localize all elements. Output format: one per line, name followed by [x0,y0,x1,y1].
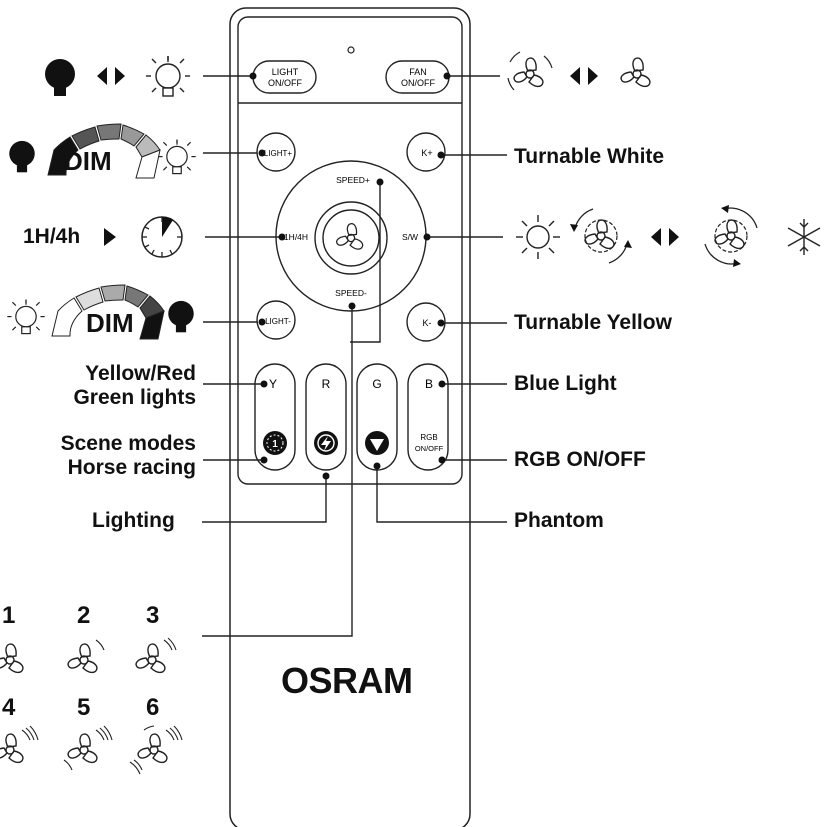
yellow-red-line: Yellow/Red [85,362,196,385]
g-label: G [372,377,381,391]
onoff-label: ON/OFF [415,444,444,453]
toggle-arrows-icon [97,67,125,85]
fan-onoff-label-2: ON/OFF [401,78,435,88]
speed-5-fan-icon [63,725,113,771]
phantom-icon [365,431,389,455]
light-onoff-label-1: LIGHT [272,67,299,77]
speed-2-fan-icon [67,639,105,674]
snowflake-icon [787,219,821,255]
fan-onoff-label-1: FAN [409,67,427,77]
timer-label: 1H/4H [284,232,308,242]
fan-still-icon [620,57,651,88]
fan-toggle-arrows-icon [570,67,598,85]
speed-6-number: 6 [146,694,160,721]
k-minus-button[interactable] [406,302,446,342]
speed-4-number: 4 [2,694,16,721]
k-minus-label: K- [423,318,432,328]
light-onoff-button[interactable] [252,60,317,94]
b-capsule-button[interactable] [407,363,449,471]
dim-arc-down [51,284,165,340]
dim-down-label: DIM [86,308,134,338]
rgb-label: RGB [420,433,437,442]
speed-4-fan-icon [0,725,39,764]
osram-logo: OSRAM [281,660,413,701]
fan-onoff-button[interactable] [385,60,450,94]
k-plus-label: K+ [421,148,432,158]
blue-light-label: Blue Light [514,372,617,395]
indicator-led [347,46,355,54]
speed-6-fan-icon [129,725,183,775]
light-minus-button[interactable] [256,300,296,340]
yellow-red-label: Yellow/Red Green lights [28,362,196,410]
svg-text:1: 1 [272,439,278,450]
dim-bulb-off-icon [9,140,35,173]
speed-1-fan-icon [0,643,24,674]
scene-modes-line: Scene modes [60,432,196,455]
lighting-label: Lighting [92,509,175,532]
y-label: Y [269,377,277,391]
speed-3-number: 3 [146,602,160,629]
green-lights-line: Green lights [73,386,196,409]
lightning-icon [314,431,338,455]
turnable-white-label: Turnable White [514,145,665,168]
scene-mode-icon: 1 [263,431,287,455]
phantom-label: Phantom [514,509,604,532]
dim-arc-up [47,123,161,179]
light-onoff-label-2: ON/OFF [268,78,302,88]
bulb-on-icon [145,55,191,97]
clock-icon [141,216,183,258]
timer-arrow-icon [104,228,116,246]
r-label: R [322,377,331,391]
fan-forward-icon [704,205,758,267]
direction-arrows-icon [651,228,679,246]
speed-5-number: 5 [77,694,91,721]
timer-callout-label: 1H/4h [23,225,81,248]
speed-1-number: 1 [2,602,16,629]
dim-up-label: DIM [64,146,112,176]
fan-spinning-icon [507,51,553,91]
speed-minus-label: SPEED- [335,288,367,298]
rgb-onoff-callout: RGB ON/OFF [514,448,646,471]
dim-down-bulb-off-icon [168,300,194,333]
speed-2-number: 2 [77,602,91,629]
dim-bulb-on-icon [157,139,197,175]
scene-modes-label: Scene modes Horse racing [8,432,196,480]
sun-icon [516,215,560,259]
b-label: B [425,377,433,391]
sw-label: S/W [402,232,418,242]
turnable-yellow-label: Turnable Yellow [514,311,672,334]
leader-dots [249,72,451,480]
horse-racing-line: Horse racing [67,456,196,479]
light-plus-label: LIGHT+ [264,149,293,158]
light-plus-button[interactable] [256,132,296,172]
speed-3-fan-icon [135,637,177,674]
fan-reverse-icon [570,208,632,264]
leader-lines [202,75,507,637]
bulb-off-icon [45,59,75,96]
dim-down-bulb-on-icon [6,299,46,335]
light-minus-label: LIGHT- [265,317,291,326]
speed-plus-label: SPEED+ [336,175,370,185]
k-plus-button[interactable] [406,132,446,172]
fan-center-inner [322,209,380,267]
